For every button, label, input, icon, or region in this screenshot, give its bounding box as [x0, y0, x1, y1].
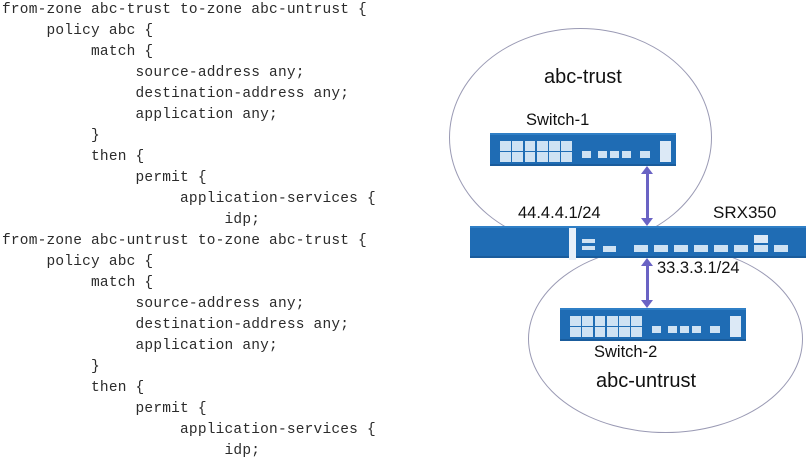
uplink-module	[660, 141, 671, 162]
code-line: policy abc {	[2, 254, 154, 270]
arrow-shaft	[646, 265, 649, 301]
code-line: source-address any;	[2, 65, 305, 81]
device-label-switch2: Switch-2	[594, 343, 658, 361]
arrowhead-down-icon	[641, 218, 653, 226]
status-led	[652, 326, 661, 333]
interface-ip-trust: 44.4.4.1/24	[518, 204, 601, 222]
link-arrow-srx-to-switch1	[638, 166, 658, 226]
switch-icon-switch2	[560, 308, 746, 341]
status-led	[582, 246, 595, 250]
power-led	[754, 235, 768, 243]
status-led	[692, 326, 701, 333]
code-line: idp;	[2, 212, 261, 228]
port-grid	[500, 141, 572, 162]
code-line: destination-address any;	[2, 317, 350, 333]
code-line: policy abc {	[2, 23, 154, 39]
port-row	[634, 245, 804, 252]
code-line: application-services {	[2, 191, 376, 207]
code-line: destination-address any;	[2, 86, 350, 102]
code-line: then {	[2, 380, 145, 396]
code-line: from-zone abc-trust to-zone abc-untrust …	[2, 2, 367, 18]
status-led	[582, 239, 595, 243]
interface-ip-untrust: 33.3.3.1/24	[657, 259, 740, 277]
status-led	[640, 151, 650, 158]
code-line: match {	[2, 275, 154, 291]
status-led	[582, 151, 591, 158]
status-led	[680, 326, 689, 333]
code-line: }	[2, 359, 100, 375]
status-led	[622, 151, 631, 158]
status-led	[668, 326, 677, 333]
code-line: permit {	[2, 170, 207, 186]
code-line: match {	[2, 44, 154, 60]
firewall-icon-srx350	[470, 226, 806, 260]
code-line: permit {	[2, 401, 207, 417]
network-topology-diagram: abc-trust abc-untrust Switch-1 Switch-2 …	[440, 0, 811, 437]
zone-label-trust: abc-trust	[544, 66, 622, 88]
code-line: application-services {	[2, 422, 376, 438]
status-led	[710, 326, 720, 333]
status-led	[598, 151, 607, 158]
code-line: source-address any;	[2, 296, 305, 312]
device-label-switch1: Switch-1	[526, 111, 590, 129]
port-grid	[570, 316, 642, 337]
console-slot	[569, 228, 576, 260]
code-line: from-zone abc-untrust to-zone abc-trust …	[2, 233, 367, 249]
link-arrow-srx-to-switch2	[638, 258, 658, 308]
code-line: }	[2, 128, 100, 144]
security-policy-configuration: from-zone abc-trust to-zone abc-untrust …	[2, 2, 376, 459]
code-line: application any;	[2, 338, 278, 354]
zone-label-untrust: abc-untrust	[596, 370, 697, 392]
uplink-module	[730, 316, 741, 337]
arrow-shaft	[646, 173, 649, 219]
arrowhead-up-icon	[641, 258, 653, 266]
arrowhead-up-icon	[641, 166, 653, 174]
device-label-srx350: SRX350	[713, 203, 777, 222]
code-line: then {	[2, 149, 145, 165]
status-led	[603, 246, 616, 252]
code-line: idp;	[2, 443, 261, 459]
arrowhead-down-icon	[641, 300, 653, 308]
code-line: application any;	[2, 107, 278, 123]
status-led	[610, 151, 619, 158]
switch-icon-switch1	[490, 133, 676, 166]
